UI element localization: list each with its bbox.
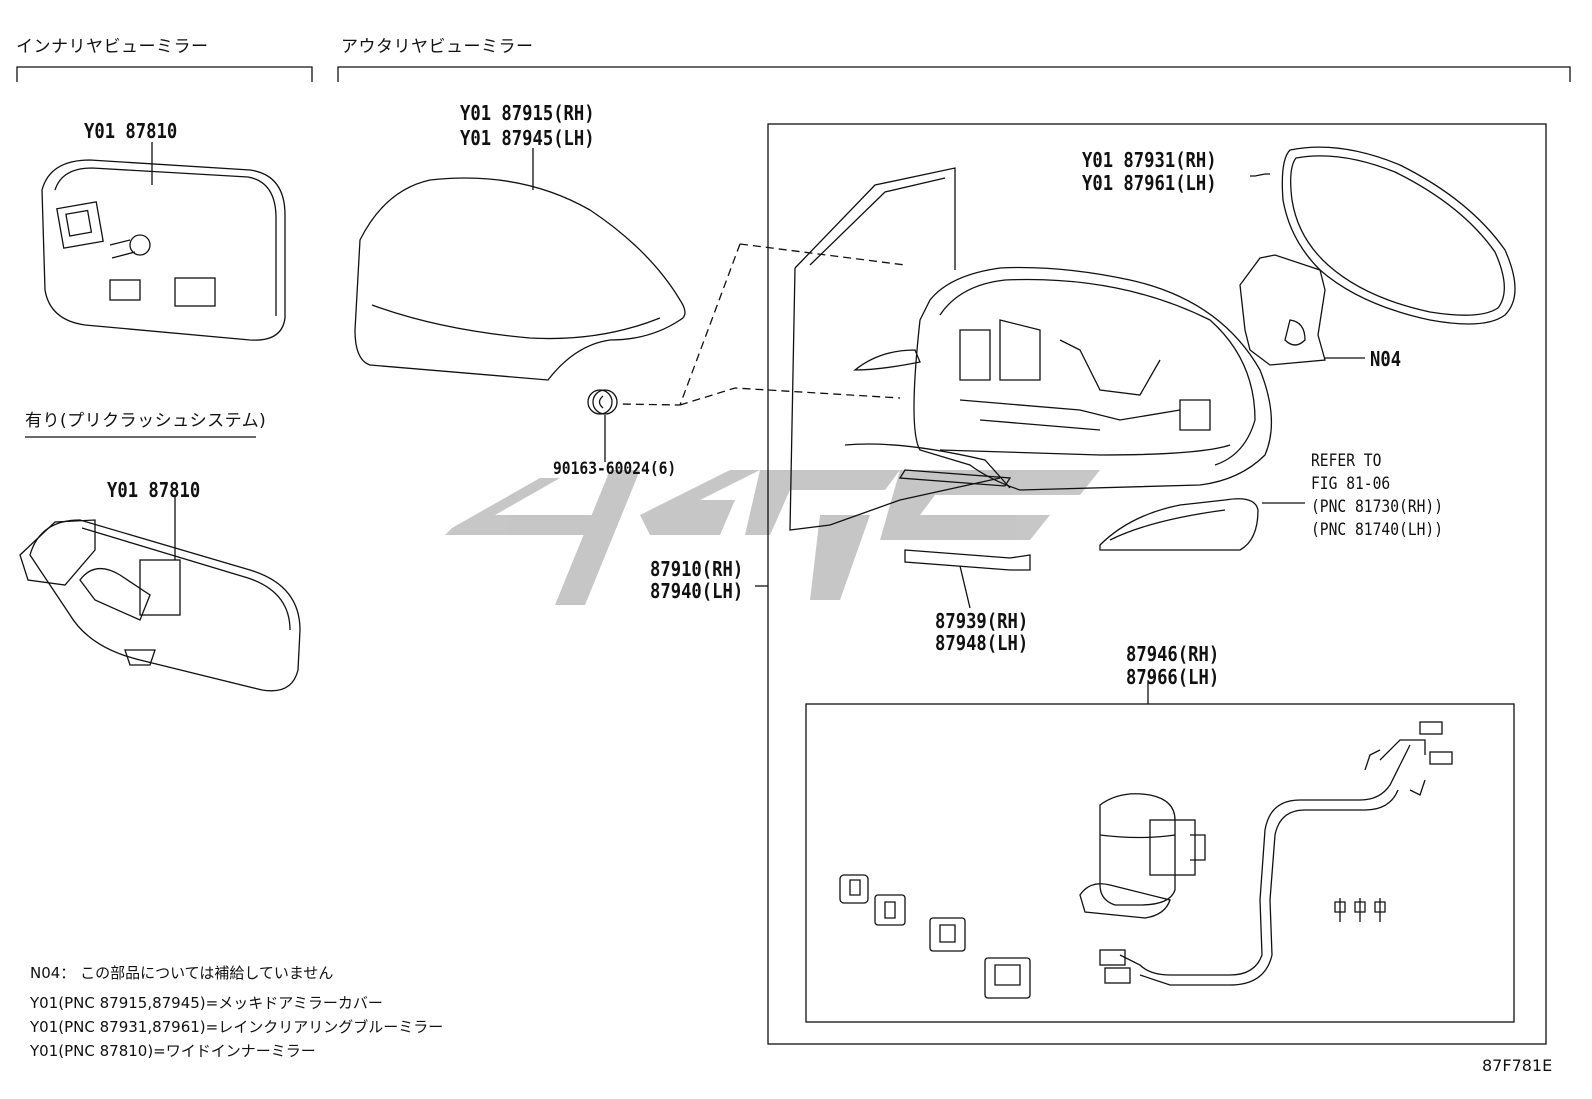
clip-illustration	[587, 389, 618, 462]
callout-refer-line1: REFER TO	[1311, 451, 1382, 471]
watermark-logo	[445, 470, 1100, 605]
note-y01-inner: Y01(PNC 87810)=ワイドインナーミラー	[30, 1042, 316, 1060]
callout-inner-mirror[interactable]: Y01 87810	[84, 119, 178, 143]
mirror-assembly-box	[767, 123, 1547, 1045]
motor-subassembly-box	[805, 703, 1515, 1023]
mirror-housing-illustration	[789, 167, 1273, 531]
callout-mirror-assy-lh[interactable]: 87940(LH)	[650, 579, 744, 603]
callout-refer-line2: FIG 81-06	[1311, 474, 1391, 494]
callout-holder[interactable]: N04	[1370, 347, 1402, 371]
callout-garnish-lh[interactable]: 87948(LH)	[935, 631, 1029, 655]
callout-mirror-glass-rh[interactable]: Y01 87931(RH)	[1082, 148, 1217, 172]
mirror-holder-illustration	[1239, 254, 1365, 366]
screws-illustration	[1334, 898, 1386, 922]
callout-cover-rh[interactable]: Y01 87915(RH)	[460, 101, 595, 125]
callout-inner-mirror-precrash[interactable]: Y01 87810	[107, 478, 201, 502]
callout-motor-lh[interactable]: 87966(LH)	[1126, 665, 1220, 689]
mirror-glass-illustration	[1250, 146, 1516, 325]
figure-code: 87F781E	[1482, 1056, 1553, 1075]
note-y01-cover: Y01(PNC 87915,87945)=メッキドアミラーカバー	[30, 994, 383, 1012]
section-precrash-option: 有り(プリクラッシュシステム)	[25, 411, 267, 431]
callout-cover-lh[interactable]: Y01 87945(LH)	[460, 126, 595, 150]
note-y01-glass: Y01(PNC 87931,87961)=レインクリアリングブルーミラー	[30, 1018, 444, 1036]
outer-mirror-bracket	[337, 66, 1571, 82]
callout-clip[interactable]: 90163-60024(6)	[553, 459, 677, 479]
callout-refer-line4[interactable]: (PNC 81740(LH))	[1311, 520, 1444, 540]
section-inner-mirror: インナリヤビューミラー	[16, 37, 209, 57]
callout-motor-rh[interactable]: 87946(RH)	[1126, 642, 1220, 666]
callout-mirror-assy-rh[interactable]: 87910(RH)	[650, 557, 744, 581]
garnish-illustration	[898, 469, 1031, 609]
callout-mirror-glass-lh[interactable]: Y01 87961(LH)	[1082, 171, 1217, 195]
inner-mirror-illustration	[41, 159, 286, 341]
mirror-cover-illustration	[354, 177, 686, 381]
turn-signal-illustration	[1099, 498, 1305, 551]
inner-mirror-precrash-illustration	[19, 519, 301, 692]
leader-lines	[151, 142, 1149, 704]
callout-refer-line3[interactable]: (PNC 81730(RH))	[1311, 497, 1444, 517]
note-n04: N04： この部品については補給していません	[30, 964, 334, 982]
assembly-guide-lines	[617, 243, 906, 406]
motor-harness-illustration	[1079, 721, 1453, 986]
callout-garnish-rh[interactable]: 87939(RH)	[935, 609, 1029, 633]
section-outer-mirror: アウタリヤビューミラー	[341, 37, 534, 57]
inner-mirror-bracket	[16, 66, 313, 82]
small-parts-illustration	[839, 874, 1031, 999]
